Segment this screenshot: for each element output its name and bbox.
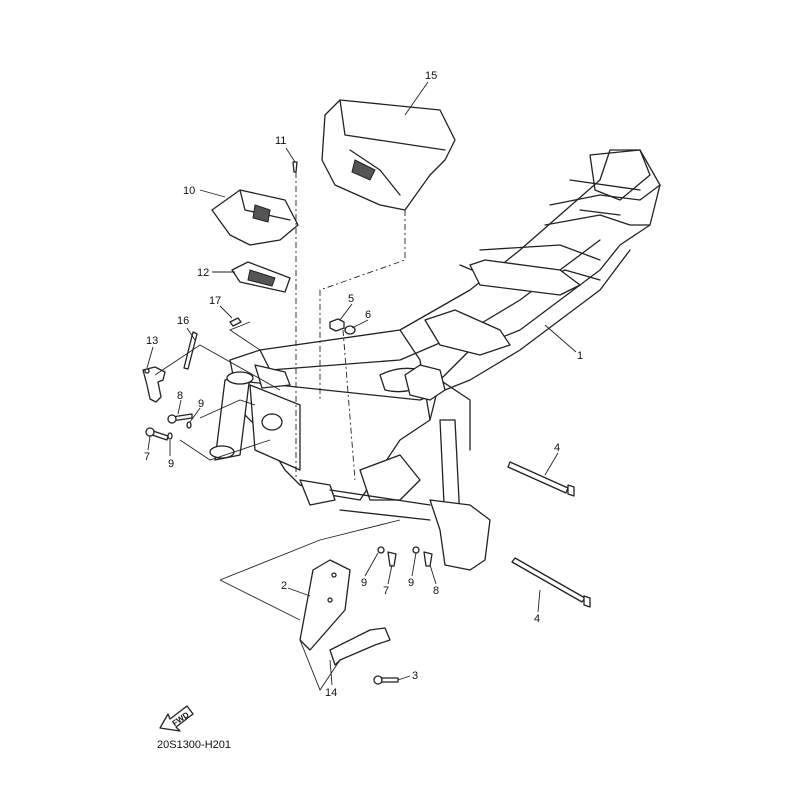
callout-16: 16 (177, 315, 189, 327)
part-7-bolt[interactable] (145, 427, 169, 441)
callout-17: 14 (325, 687, 337, 699)
part-4-bolt-lower[interactable] (511, 557, 591, 608)
part-7-bolt[interactable] (387, 551, 397, 567)
part-9-washer[interactable] (186, 421, 192, 429)
callout-12: 12 (197, 267, 209, 279)
assembly-lines (154, 172, 406, 691)
part-3-bolt[interactable] (373, 675, 399, 685)
callout-4: 4 (534, 613, 540, 625)
part-16-rod[interactable] (183, 331, 198, 370)
part-5-nut[interactable] (329, 318, 345, 332)
callout-3: 3 (412, 670, 418, 682)
callout-8: 8 (177, 390, 183, 402)
part-12-bracket[interactable] (231, 261, 291, 293)
forward-arrow-icon: FWD (159, 705, 194, 732)
part-9-washer[interactable] (412, 546, 420, 554)
part-9-washer[interactable] (167, 432, 173, 440)
part-9-washer[interactable] (377, 546, 385, 554)
part-8-bolt[interactable] (423, 551, 433, 567)
callout-15: 17 (209, 295, 221, 307)
callout-7: 7 (383, 585, 389, 597)
part-8-bolt[interactable] (167, 413, 193, 424)
callout-9: 9 (198, 398, 204, 410)
part-14-bracket[interactable] (142, 366, 166, 403)
part-15-bolt[interactable] (229, 317, 242, 327)
callout-1: 1 (577, 350, 583, 362)
leader-lines (146, 81, 577, 686)
callout-5: 5 (348, 293, 354, 305)
part-13-cover[interactable] (321, 99, 456, 211)
callout-6: 6 (365, 309, 371, 321)
callout-11: 11 (275, 135, 286, 147)
callout-9: 9 (361, 577, 367, 589)
callout-8: 8 (433, 585, 439, 597)
part-4-bolt-upper[interactable] (507, 461, 575, 497)
part-10-guard[interactable] (211, 189, 299, 246)
callout-7: 7 (144, 451, 150, 463)
drawing-code: 20S1300-H201 (157, 739, 231, 751)
part-11-screw[interactable] (292, 161, 298, 173)
callouts: 15 11 10 12 17 16 13 5 6 1 8 9 7 9 4 2 9… (144, 70, 583, 699)
callout-14: 13 (146, 335, 158, 347)
part-1-frame[interactable] (209, 149, 661, 571)
callout-4: 4 (554, 442, 560, 454)
part-17-bracket[interactable] (329, 627, 391, 666)
part-2-plate[interactable] (299, 559, 351, 651)
callout-13: 15 (425, 70, 437, 82)
callout-2: 2 (281, 580, 287, 592)
callout-10: 10 (183, 185, 195, 197)
callout-9: 9 (168, 458, 174, 470)
callout-9: 9 (408, 577, 414, 589)
